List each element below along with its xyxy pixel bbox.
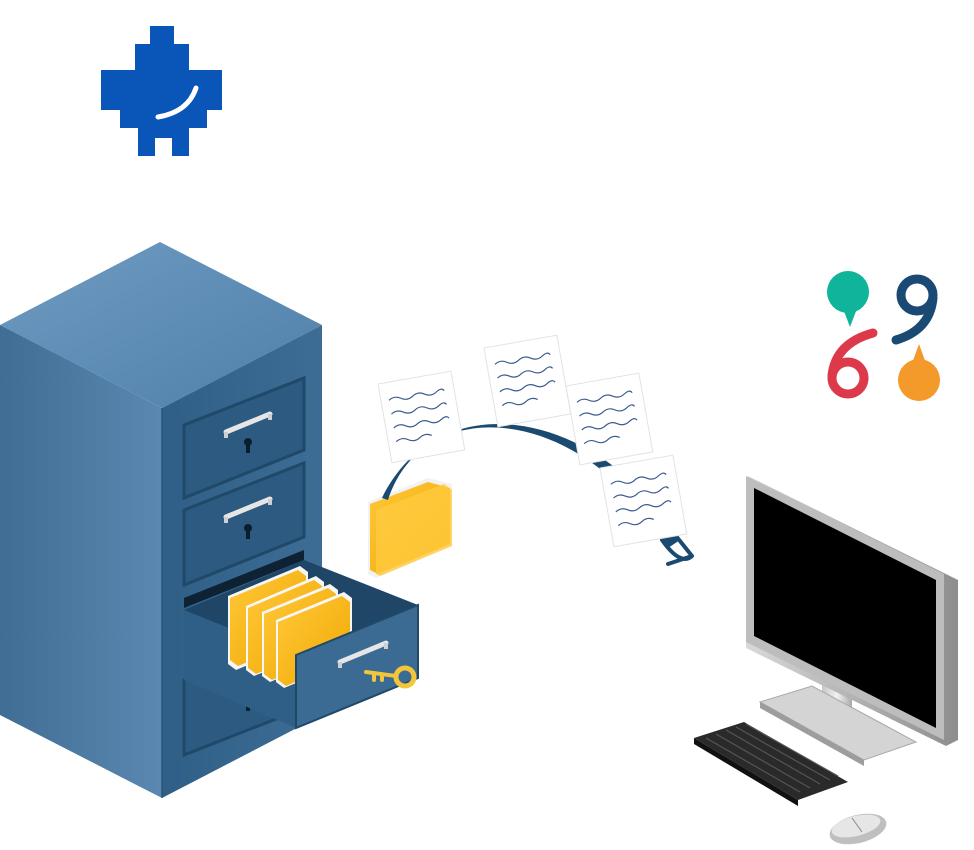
mouse-icon [829, 813, 887, 845]
monitor-icon [746, 476, 958, 766]
document-icon [565, 372, 654, 466]
keyboard-icon [694, 722, 848, 806]
document-icon [599, 454, 688, 548]
folder-icon [368, 478, 452, 578]
key-icon [364, 665, 417, 689]
filing-cabinet-icon [0, 242, 419, 798]
cabinet-drawer-open [184, 550, 419, 730]
four-petal-knot-logo-icon [827, 271, 940, 401]
document-icon [483, 334, 572, 428]
document-icon [377, 370, 466, 464]
blue-puzzle-logo-icon [101, 26, 222, 156]
cabinet-drawer-1 [182, 375, 306, 501]
cabinet-drawer-2 [182, 460, 306, 588]
